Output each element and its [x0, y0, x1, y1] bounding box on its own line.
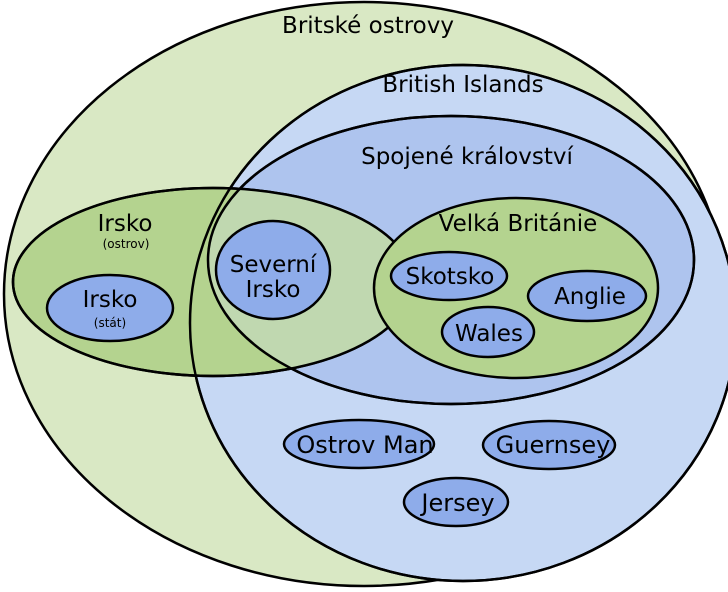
wales-set: [440, 305, 536, 359]
british-islands-label: British Islands: [382, 72, 543, 98]
jersey-label: Jersey: [419, 489, 494, 517]
irsko-stat-title: Irsko: [83, 287, 138, 313]
spojene-kralovstvi-outline: [206, 114, 696, 406]
spojene-kralovstvi-label: Spojené království: [361, 144, 573, 170]
jersey-set: [402, 476, 510, 528]
severni-irsko-line1: Severní: [230, 252, 317, 278]
britske-ostrovy-label: Britské ostrovy: [282, 13, 454, 39]
guernsey-set: [481, 419, 617, 471]
guernsey-label: Guernsey: [496, 431, 611, 459]
anglie-set: [526, 269, 648, 323]
skotsko-set: [389, 250, 509, 302]
wales-label: Wales: [455, 321, 523, 347]
british-islands-outline: [188, 63, 728, 583]
irsko-uk-overlap: [208, 188, 413, 376]
severni-irsko-set: [214, 219, 332, 321]
irsko-stat-set: [45, 273, 175, 343]
irsko-stat-note: (stát): [94, 316, 126, 330]
ostrov-man-label: Ostrov Man: [296, 431, 433, 459]
irsko-ostrov-note: (ostrov): [103, 237, 150, 251]
ostrov-man-set: [282, 418, 436, 470]
anglie-label: Anglie: [554, 284, 626, 310]
skotsko-label: Skotsko: [406, 264, 495, 290]
irsko-ostrov-title: Irsko: [98, 211, 153, 237]
velka-britanie-label: Velká Británie: [439, 211, 598, 237]
severni-irsko-line2: Irsko: [246, 277, 301, 303]
